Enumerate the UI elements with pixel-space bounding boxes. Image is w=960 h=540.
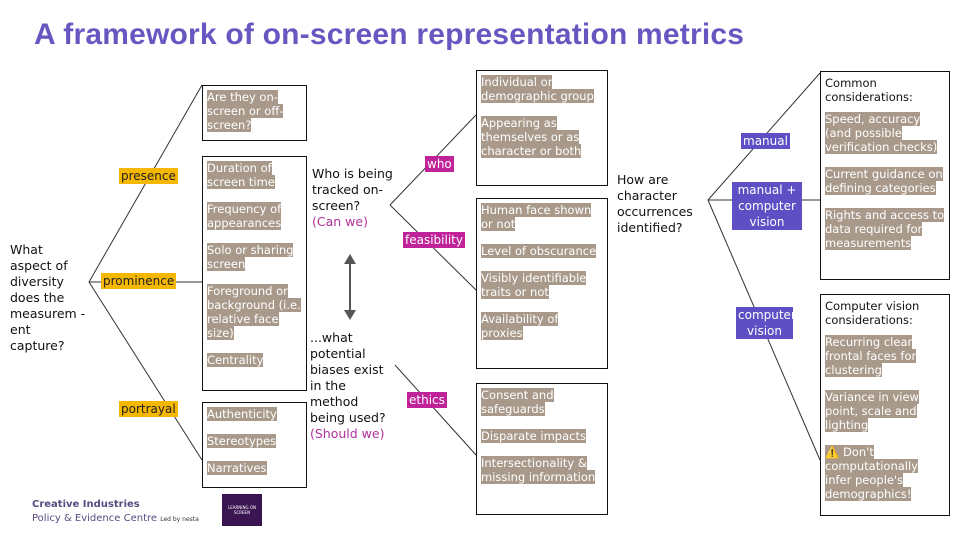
list-item: Narratives <box>207 461 267 475</box>
bias-question: ...what potential biases exist in the me… <box>310 330 395 442</box>
feasibility-box: Human face shown or not Level of obscura… <box>476 198 608 369</box>
list-item: Foreground or background (i.e. relative … <box>207 284 301 340</box>
bias-question-text: ...what potential biases exist in the me… <box>310 330 386 425</box>
portrayal-box: Authenticity Stereotypes Narratives <box>202 402 307 488</box>
list-item: Authenticity <box>207 407 277 421</box>
tag-feasibility: feasibility <box>403 232 465 248</box>
list-item: Are they on-screen or off-screen? <box>207 90 284 132</box>
org-line2: Policy & Evidence Centre Led by nesta <box>32 513 199 524</box>
double-arrow-icon <box>344 254 356 320</box>
list-item: Duration of screen time <box>207 161 275 189</box>
left-question: What aspect of diversity does the measur… <box>10 242 86 353</box>
right-question: How are character occurrences identified… <box>617 172 693 235</box>
can-we-label: (Can we) <box>312 214 368 229</box>
cv-considerations-box: Computer vision considerations: Recurrin… <box>820 294 950 516</box>
list-item: ⚠️ Don't computationally infer people's … <box>825 445 918 501</box>
box-heading: Computer vision considerations: <box>825 299 920 327</box>
tag-computer-vision: computer vision <box>736 307 796 339</box>
who-question-text: Who is being tracked on-screen? <box>312 166 393 213</box>
list-item: Appearing as themselves or as character … <box>481 116 582 158</box>
who-question: Who is being tracked on-screen? (Can we) <box>312 166 397 230</box>
list-item: Current guidance on defining categories <box>825 167 943 195</box>
list-item: Frequency of appearances <box>207 202 282 230</box>
should-we-label: (Should we) <box>310 426 385 441</box>
list-item: Visibly identifiable traits or not <box>481 271 587 299</box>
list-item: Consent and safeguards <box>481 388 554 416</box>
list-item: Availability of proxies <box>481 312 559 340</box>
list-item: Level of obscurance <box>481 244 597 258</box>
learning-on-screen-logo: LEARNING ON SCREEN <box>222 494 262 526</box>
list-item: Speed, accuracy (and possible verificati… <box>825 112 938 154</box>
prominence-box: Duration of screen time Frequency of app… <box>202 156 307 391</box>
presence-box: Are they on-screen or off-screen? <box>202 85 307 141</box>
tag-portrayal: portrayal <box>119 401 178 417</box>
list-item: Stereotypes <box>207 434 277 448</box>
ethics-box: Consent and safeguards Disparate impacts… <box>476 383 608 515</box>
page-title: A framework of on-screen representation … <box>34 18 745 51</box>
list-item: Solo or sharing screen <box>207 243 294 271</box>
list-item: Intersectionality & missing information <box>481 456 596 484</box>
list-item: Centrality <box>207 353 264 367</box>
list-item: Human face shown or not <box>481 203 592 231</box>
common-considerations-box: Common considerations: Speed, accuracy (… <box>820 71 950 280</box>
pec-logo: Creative Industries Policy & Evidence Ce… <box>32 498 199 527</box>
tag-ethics: ethics <box>407 392 447 408</box>
tag-prominence: prominence <box>101 273 177 289</box>
list-item: Rights and access to data required for m… <box>825 208 945 250</box>
list-item: Individual or demographic group <box>481 75 594 103</box>
tag-presence: presence <box>119 168 178 184</box>
org-line1: Creative Industries <box>32 499 140 510</box>
tag-manual: manual <box>741 133 790 149</box>
list-item: Recurring clear frontal faces for cluste… <box>825 335 917 377</box>
list-item: Variance in view point, scale and lighti… <box>825 390 919 432</box>
tag-who: who <box>425 156 454 172</box>
list-item: Disparate impacts <box>481 429 586 443</box>
tag-manual-computer-vision: manual + computer vision <box>732 182 802 230</box>
who-box: Individual or demographic group Appearin… <box>476 70 608 186</box>
box-heading: Common considerations: <box>825 76 913 104</box>
